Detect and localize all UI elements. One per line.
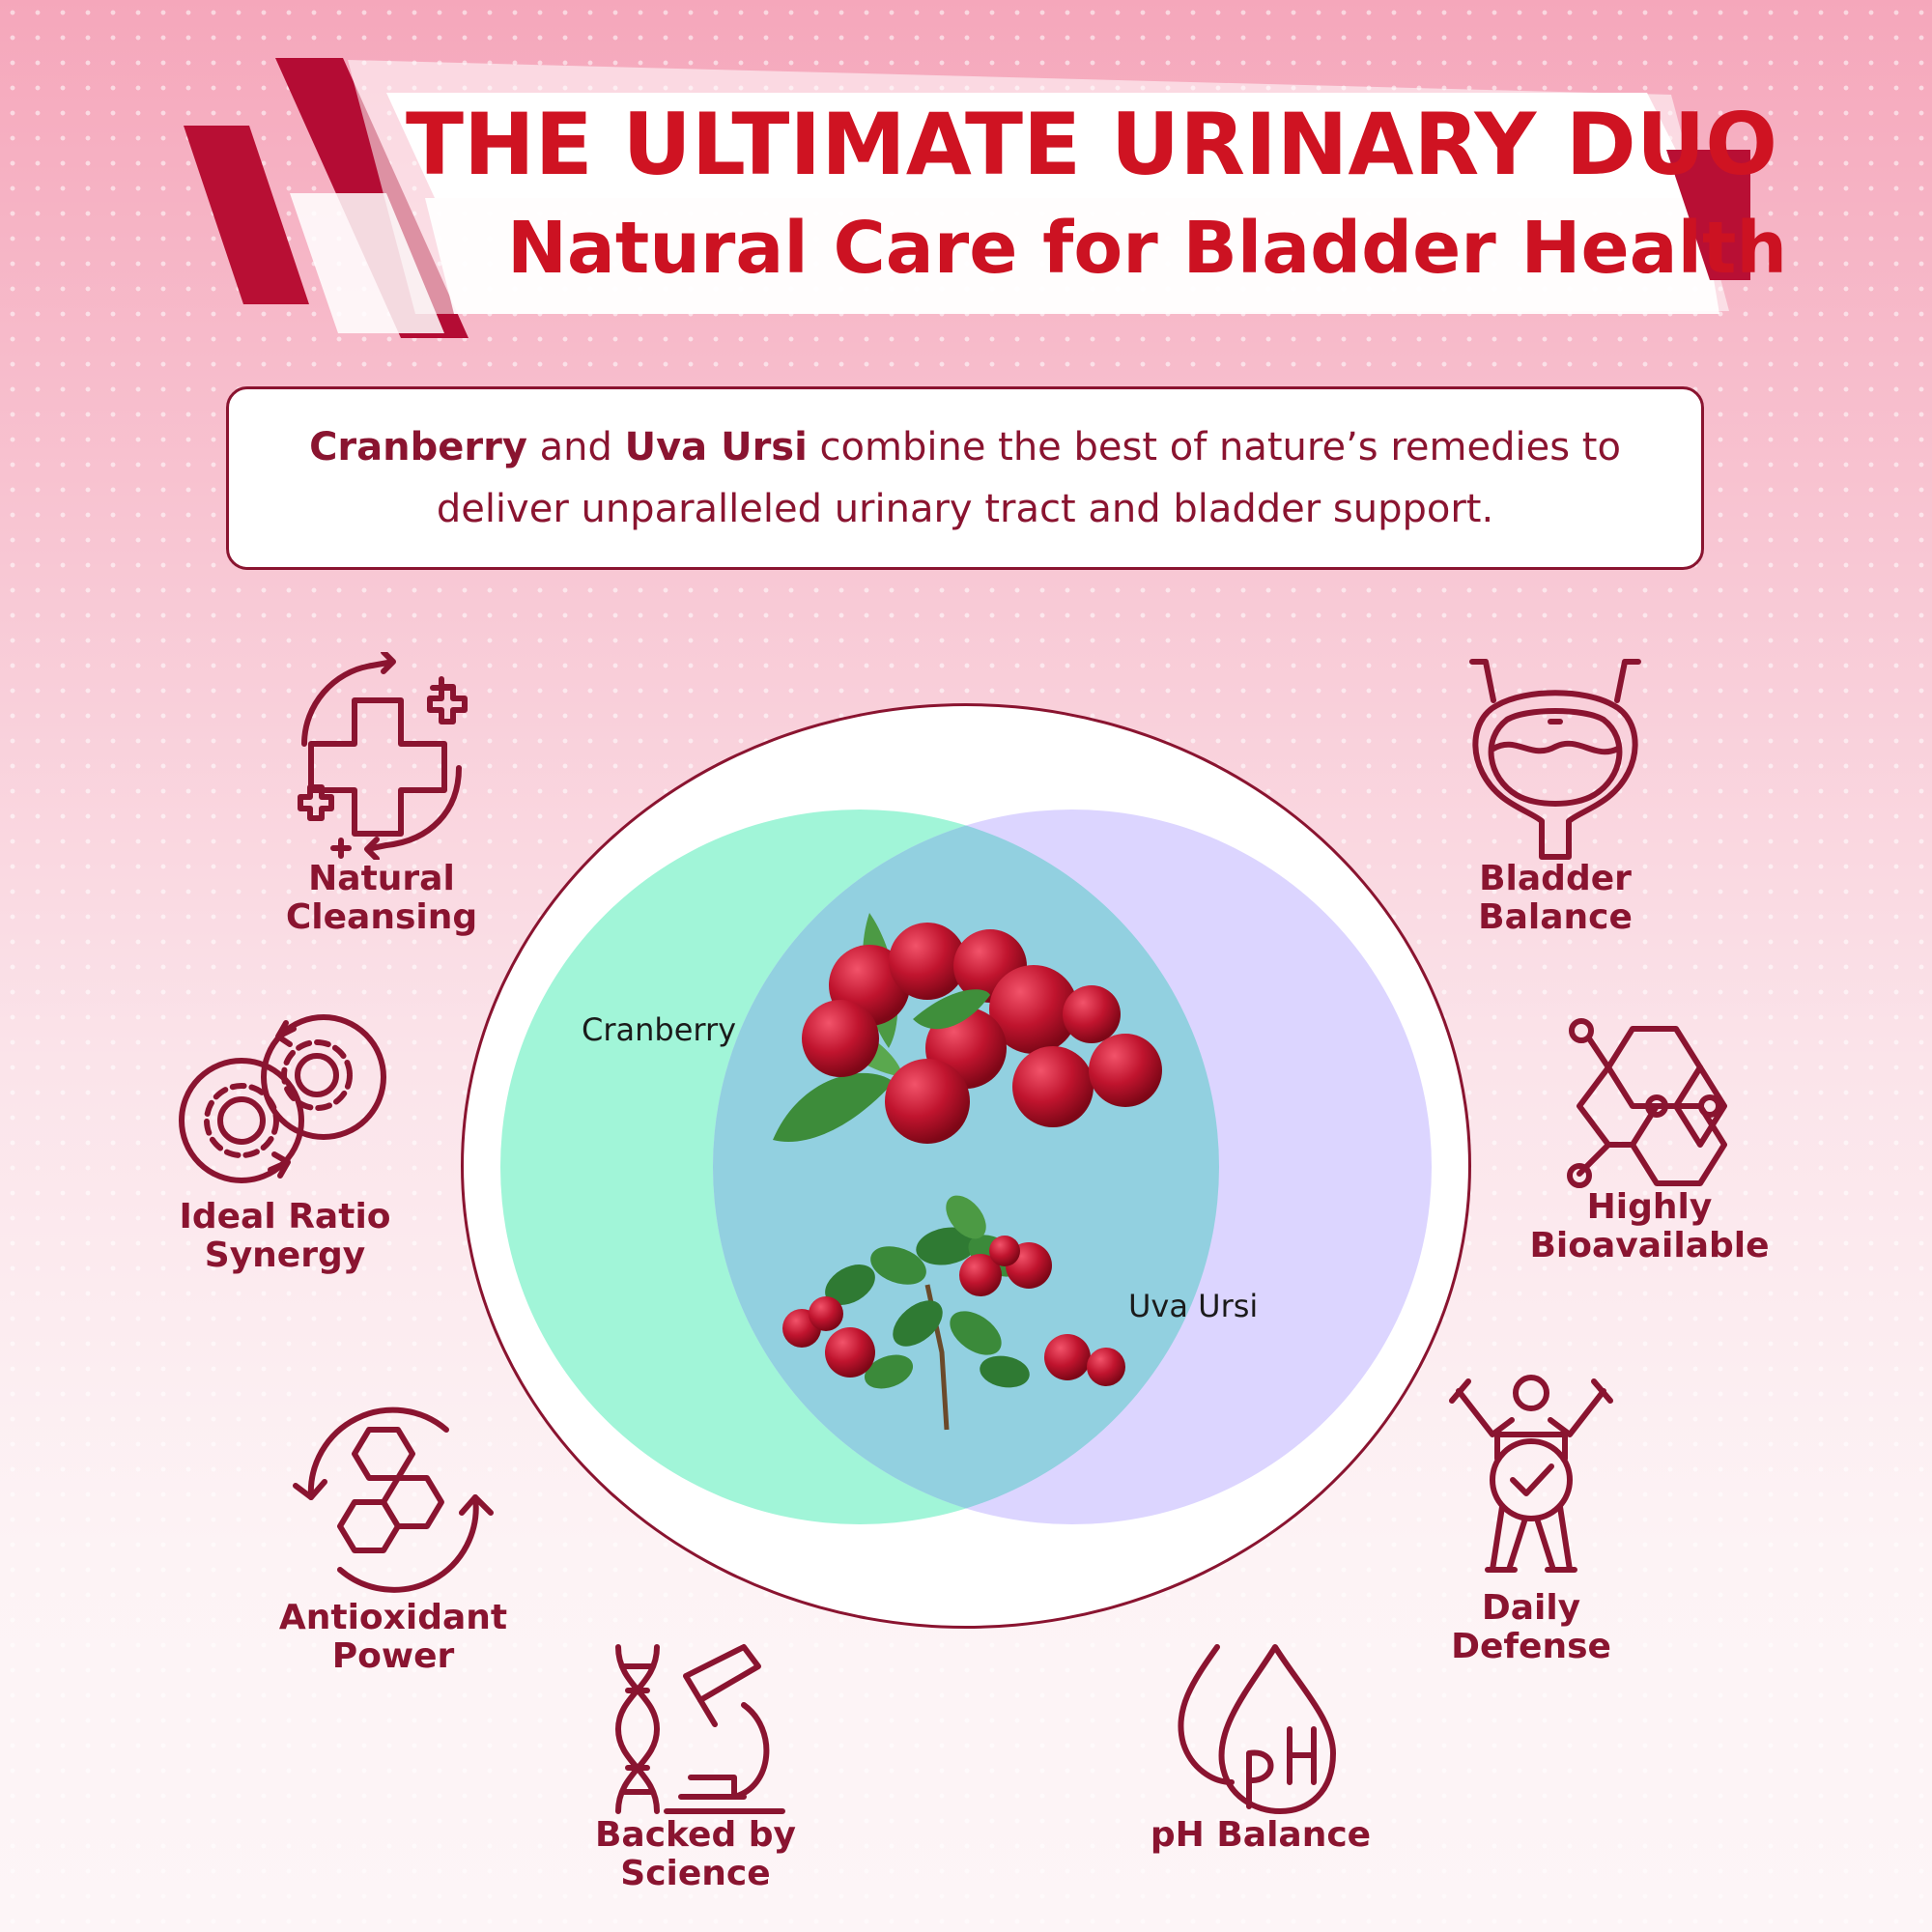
person-shield-icon xyxy=(1449,1375,1613,1573)
feature-ph-balance: pH Balance xyxy=(1140,1637,1381,1855)
header-banner xyxy=(184,58,1750,338)
feature-antioxidant-power: Antioxidant Power xyxy=(263,1401,524,1676)
hexagon-molecule-icon xyxy=(1567,1018,1727,1188)
uva-ursi-branch-illustration xyxy=(782,1195,1125,1431)
banner-subtitle: Natural Care for Bladder Health xyxy=(507,207,1788,290)
venn-label-cranberry: Cranberry xyxy=(582,1011,737,1048)
intro-text: Cranberry and Uva Ursi combine the best … xyxy=(250,416,1680,540)
intro-text-part2: combine the best of nature’s remedies to… xyxy=(436,425,1621,531)
feature-bladder-balance: Bladder Balance xyxy=(1430,652,1681,937)
cross-cycle-icon xyxy=(298,652,468,860)
venn-label-uva-ursi: Uva Ursi xyxy=(1128,1288,1259,1324)
feature-natural-cleansing: Natural Cleansing xyxy=(261,652,502,937)
feature-label-antioxidant-power: Antioxidant Power xyxy=(278,1598,508,1676)
feature-label-highly-bioavailable: Highly Bioavailable xyxy=(1529,1187,1770,1265)
feature-label-natural-cleansing: Natural Cleansing xyxy=(285,859,478,937)
bladder-icon xyxy=(1469,659,1641,860)
feature-daily-defense: Daily Defense xyxy=(1410,1372,1652,1666)
intro-term-cranberry: Cranberry xyxy=(309,425,527,469)
feature-label-ideal-ratio-synergy: Ideal Ratio Synergy xyxy=(179,1197,391,1275)
feature-highly-bioavailable: Highly Bioavailable xyxy=(1512,1009,1787,1265)
feature-ideal-ratio-synergy: Ideal Ratio Synergy xyxy=(164,1009,406,1275)
feature-label-daily-defense: Daily Defense xyxy=(1451,1588,1611,1666)
ph-drop-icon xyxy=(1178,1644,1336,1814)
feature-label-backed-by-science: Backed by Science xyxy=(594,1815,796,1893)
dna-microscope-icon xyxy=(615,1644,785,1814)
cranberry-cluster-illustration xyxy=(773,913,1162,1144)
intro-box: Cranberry and Uva Ursi combine the best … xyxy=(226,386,1704,570)
gears-cycle-icon xyxy=(179,1014,386,1183)
molecule-cycle-icon xyxy=(293,1406,494,1593)
feature-backed-by-science: Backed by Science xyxy=(570,1637,821,1893)
intro-term-uva-ursi: Uva Ursi xyxy=(624,425,808,469)
feature-label-ph-balance: pH Balance xyxy=(1150,1815,1372,1855)
feature-label-bladder-balance: Bladder Balance xyxy=(1478,859,1633,937)
banner-title: THE ULTIMATE URINARY DUO xyxy=(406,95,1778,194)
intro-text-part1: and xyxy=(526,425,625,469)
